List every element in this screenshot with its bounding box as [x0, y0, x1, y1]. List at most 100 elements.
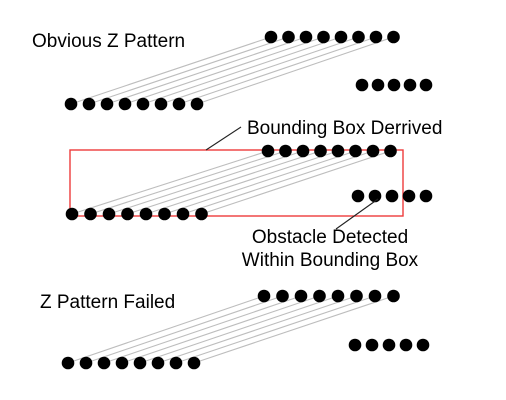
z-pattern-failed-connector-line — [157, 295, 357, 364]
bounding-box-derived-top-dot — [314, 144, 327, 158]
obvious-z-pattern-right-dot — [387, 78, 401, 92]
z-pattern-failed-bottom-dot — [61, 356, 75, 370]
obvious-z-pattern-connector-line — [88, 36, 289, 105]
z-pattern-failed-right-dot — [365, 338, 379, 352]
z-pattern-failed-top-dot — [350, 289, 363, 303]
label-obstacle-line1: Obstacle Detected — [251, 227, 409, 248]
obvious-z-pattern-connector-line — [178, 36, 377, 105]
obvious-z-pattern-top-dot — [299, 30, 313, 44]
z-pattern-failed-bottom-dot — [115, 356, 129, 370]
obvious-z-pattern-right-dot — [371, 78, 385, 92]
bounding-box-derived-top-dot — [261, 144, 275, 158]
bounding-box-derived-bottom-dot — [195, 207, 208, 221]
bounding-box-rect — [69, 149, 404, 217]
z-pattern-failed-bottom-dot — [187, 356, 201, 370]
z-pattern-failed-top-dot — [294, 289, 308, 303]
z-pattern-failed-connector-line — [193, 295, 394, 364]
pointer-lines-layer — [205, 126, 379, 230]
bounding-box-derived-connector-line — [201, 150, 391, 215]
obvious-z-pattern-top-dot — [264, 30, 278, 44]
obstacle-pointer-line — [335, 198, 379, 230]
bounding-box-derived-connector-line — [108, 150, 304, 215]
obvious-z-pattern-right-dot — [419, 78, 433, 92]
z-pattern-failed-bottom-dot — [151, 356, 165, 370]
z-pattern-failed-right-dot — [416, 338, 430, 352]
bounding-box-derived-bottom-dot — [139, 207, 153, 221]
bounding-box-derived-connector-line — [127, 150, 321, 215]
obvious-z-pattern-bottom-dot — [154, 97, 168, 111]
obvious-z-pattern-bottom-dot — [64, 97, 78, 111]
bounding-box-derived-right-dot — [419, 189, 433, 203]
z-pattern-failed-right-dot — [382, 338, 396, 352]
z-pattern-failed-top-dot — [387, 289, 400, 303]
bounding-box-derived-connector-line — [182, 150, 374, 215]
bounding-box-derived-right-dot — [402, 189, 416, 203]
bounding-box-derived-bottom-dot — [158, 207, 171, 221]
z-pattern-failed-connector-line — [139, 295, 339, 364]
z-pattern-failed-top-dot — [257, 289, 271, 303]
z-pattern-failed-bottom-dot — [133, 356, 147, 370]
bounding-box-derived-top-dot — [279, 144, 292, 158]
bounding-box-derived-right-dot — [368, 189, 382, 203]
bounding-box-derived-connector-line — [71, 150, 269, 215]
bounding-box-derived-top-dot — [366, 144, 380, 158]
bounding-box-derived-bottom-dot — [84, 207, 97, 221]
z-pattern-failed-connector-line — [103, 295, 302, 364]
z-pattern-failed-bottom-dot — [79, 356, 93, 370]
bounding-box-derived-top-dot — [349, 144, 362, 158]
label-obvious-z-pattern: Obvious Z Pattern — [32, 31, 186, 52]
z-pattern-failed-bottom-dot — [169, 356, 183, 370]
z-pattern-failed-connector-line — [121, 295, 320, 364]
bounding-box-derived-right-dot — [385, 189, 399, 203]
label-z-pattern-failed: Z Pattern Failed — [40, 292, 176, 313]
bounding-box-derived-bottom-dot — [176, 207, 190, 221]
label-obstacle-line2: Within Bounding Box — [241, 250, 419, 271]
z-pattern-failed-top-dot — [368, 289, 382, 303]
z-pattern-failed-connector-line — [175, 295, 376, 364]
obvious-z-pattern-bottom-dot — [82, 97, 96, 111]
obvious-z-pattern-bottom-dot — [118, 97, 132, 111]
bounding-box-derived-top-dot — [331, 144, 345, 158]
dots-layer — [61, 30, 433, 370]
obvious-z-pattern-bottom-dot — [172, 97, 186, 111]
obvious-z-pattern-connector-line — [160, 36, 359, 105]
obvious-z-pattern-connector-line — [70, 36, 272, 105]
bounding-box-derived-bottom-dot — [121, 207, 134, 221]
bounding-box-derived-right-dot — [351, 189, 365, 203]
bounding-box-derived-connector-line — [90, 150, 286, 215]
bounding-box-derived-bottom-dot — [65, 207, 79, 221]
bounding-box-derived-connector-line — [164, 150, 356, 215]
obvious-z-pattern-connector-line — [196, 36, 394, 105]
obvious-z-pattern-top-dot — [334, 30, 348, 44]
label-bounding-box-derived: Bounding Box Derrived — [247, 118, 443, 139]
z-pattern-failed-right-dot — [348, 338, 362, 352]
obvious-z-pattern-top-dot — [387, 30, 400, 44]
bounding-box-pointer-line — [205, 126, 242, 151]
bounding-box-derived-bottom-dot — [102, 207, 116, 221]
z-pattern-failed-top-dot — [313, 289, 326, 303]
obvious-z-pattern-bottom-dot — [100, 97, 114, 111]
z-pattern-failed-right-dot — [399, 338, 413, 352]
obvious-z-pattern-top-dot — [317, 30, 330, 44]
obvious-z-pattern-connector-line — [106, 36, 307, 105]
bounding-box-derived-connector-line — [145, 150, 339, 215]
obvious-z-pattern-right-dot — [403, 78, 417, 92]
obvious-z-pattern-top-dot — [352, 30, 365, 44]
bounding-box-layer — [69, 149, 404, 217]
z-pattern-failed-connector-line — [85, 295, 283, 364]
obvious-z-pattern-bottom-dot — [136, 97, 150, 111]
z-pattern-failed-connector-line — [67, 295, 265, 364]
obvious-z-pattern-connector-line — [124, 36, 324, 105]
obvious-z-pattern-right-dot — [355, 78, 369, 92]
bounding-box-derived-top-dot — [384, 144, 397, 158]
z-pattern-failed-top-dot — [331, 289, 345, 303]
obvious-z-pattern-top-dot — [282, 30, 295, 44]
z-pattern-failed-bottom-dot — [97, 356, 111, 370]
obvious-z-pattern-connector-line — [142, 36, 342, 105]
bounding-box-derived-top-dot — [296, 144, 310, 158]
connector-lines-layer — [67, 36, 394, 364]
obvious-z-pattern-top-dot — [369, 30, 383, 44]
obvious-z-pattern-bottom-dot — [190, 97, 204, 111]
z-pattern-failed-top-dot — [276, 289, 289, 303]
